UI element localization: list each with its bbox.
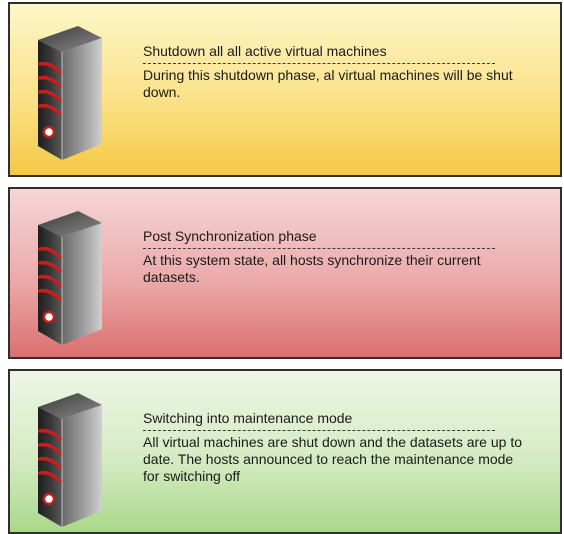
phase-panel-maintenance-mode: Switching into maintenance mode All virt… xyxy=(8,369,562,534)
phase-description: During this shutdown phase, al virtual m… xyxy=(143,67,513,100)
phase-title: Shutdown all all active virtual machines xyxy=(143,43,387,59)
phase-panel-shutdown: Shutdown all all active virtual machines… xyxy=(8,2,562,177)
phase-title: Post Synchronization phase xyxy=(143,228,317,244)
phase-text-block: Post Synchronization phase At this syste… xyxy=(143,227,538,286)
dashed-separator xyxy=(143,430,495,431)
server-icon xyxy=(16,211,108,347)
dashed-separator xyxy=(143,63,495,64)
phase-title: Switching into maintenance mode xyxy=(143,410,353,426)
phase-description: At this system state, all hosts synchron… xyxy=(143,252,481,285)
phase-panel-post-synchronization: Post Synchronization phase At this syste… xyxy=(8,187,562,359)
phase-text-block: Shutdown all all active virtual machines… xyxy=(143,42,538,101)
server-icon xyxy=(16,26,108,162)
dashed-separator xyxy=(143,248,495,249)
phase-description: All virtual machines are shut down and t… xyxy=(143,434,522,484)
phase-text-block: Switching into maintenance mode All virt… xyxy=(143,409,538,485)
server-icon xyxy=(16,393,108,529)
